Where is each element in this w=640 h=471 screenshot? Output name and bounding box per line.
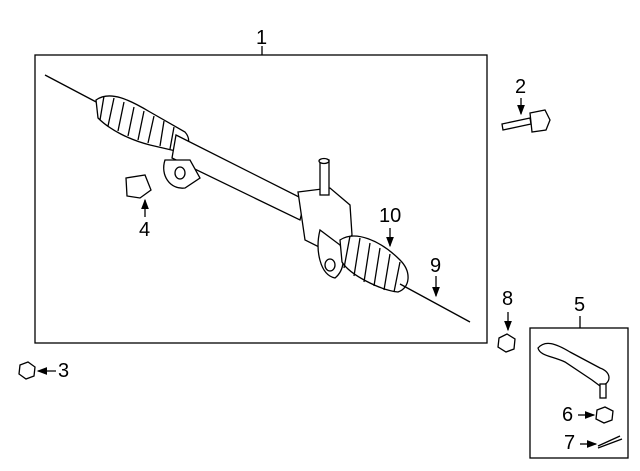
steering-rack-drawing xyxy=(44,74,471,323)
bushing-part xyxy=(125,174,152,199)
assembly-box xyxy=(34,54,488,344)
cotter-pin-part xyxy=(597,435,623,449)
callout-1[interactable]: 1 xyxy=(256,27,268,49)
gear-housing xyxy=(171,134,306,221)
callout-5[interactable]: 5 xyxy=(574,294,586,316)
right-boot xyxy=(339,235,409,293)
outer-tie-rod-part xyxy=(537,342,610,387)
callout-10[interactable]: 10 xyxy=(379,205,402,227)
nut-part-8 xyxy=(497,333,516,353)
inner-tie-rod xyxy=(399,283,471,323)
callout-3[interactable]: 3 xyxy=(58,360,70,382)
bolt-part xyxy=(501,109,551,133)
callout-9[interactable]: 9 xyxy=(430,255,442,277)
valve-body xyxy=(297,187,353,256)
nut-part-6 xyxy=(595,406,614,424)
callout-6[interactable]: 6 xyxy=(562,404,574,426)
callout-8[interactable]: 8 xyxy=(502,288,514,310)
callout-4[interactable]: 4 xyxy=(139,219,151,241)
tie-rod-end-box xyxy=(529,327,629,459)
callout-7[interactable]: 7 xyxy=(564,432,576,454)
nut-part-3 xyxy=(18,361,36,380)
pinion-shaft xyxy=(319,159,330,196)
callout-2[interactable]: 2 xyxy=(515,76,527,98)
